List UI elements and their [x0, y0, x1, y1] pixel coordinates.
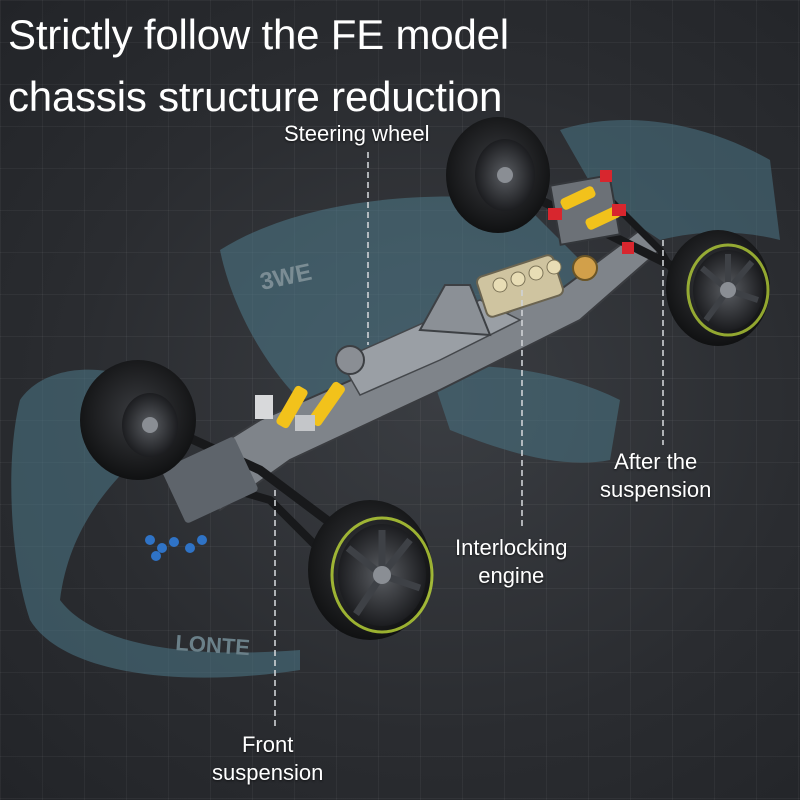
front-right-wheel-icon: [308, 500, 434, 640]
engine-assembly: [476, 254, 598, 318]
steering-wheel-callout: Steering wheel: [284, 120, 430, 148]
after-suspension-label-line-1: After the: [614, 449, 698, 474]
front-suspension-callout: Front suspension: [212, 731, 323, 787]
callout-leader-lines: [274, 152, 664, 728]
ghost-nose: [430, 366, 620, 463]
front-suspension-assembly: [255, 345, 365, 431]
front-bulkhead: [162, 437, 258, 523]
blue-pins: [145, 535, 207, 561]
roll-hoop: [418, 284, 492, 337]
headline: Strictly follow the FE model chassis str…: [8, 4, 509, 128]
front-suspension-label-line-1: Front: [241, 732, 294, 757]
headline-line-1: Strictly follow the FE model: [8, 11, 509, 58]
steering-wheel-label: Steering wheel: [284, 121, 430, 146]
rear-left-wheel-icon: [446, 117, 550, 233]
interlocking-engine-label-line-1: Interlocking: [455, 535, 568, 560]
headline-line-2: chassis structure reduction: [8, 73, 503, 120]
rear-suspension-assembly: [548, 170, 634, 254]
after-suspension-callout: After the suspension: [600, 448, 711, 504]
interlocking-engine-label-line-2: engine: [478, 563, 545, 588]
front-wing-lettering: LONTE: [175, 630, 251, 660]
ghost-front-wing: [11, 369, 301, 678]
interlocking-engine-callout: Interlocking engine: [455, 534, 568, 590]
front-suspension-label-line-2: suspension: [212, 760, 324, 785]
rear-right-wheel-icon: [666, 230, 770, 346]
after-suspension-label-line-2: suspension: [600, 477, 712, 502]
front-left-wheel-icon: [80, 360, 196, 480]
